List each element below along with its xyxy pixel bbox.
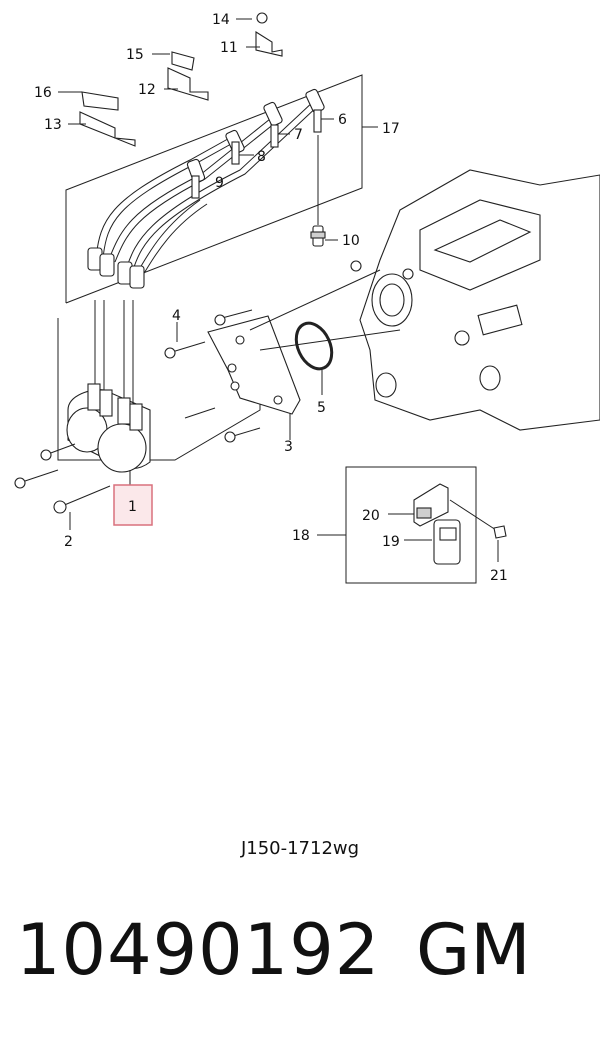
ignition-coil [57,300,261,485]
callout-7[interactable]: 7 [294,127,303,143]
wire-terminals [191,109,334,199]
callout-19[interactable]: 19 [382,534,400,550]
callout-21[interactable]: 21 [490,568,508,584]
callout-2[interactable]: 2 [64,534,73,550]
sensor-inset [345,466,507,584]
spark-plug [310,135,338,247]
callout-15[interactable]: 15 [126,47,144,63]
ignition-wire-set-frame [65,74,378,304]
parts-diagram: 1 2 3 4 5 6 7 8 9 10 11 12 13 14 15 16 1… [14,12,600,584]
callout-14[interactable]: 14 [212,12,230,28]
callout-16[interactable]: 16 [34,85,52,101]
highlight-box [113,484,153,526]
wire-clips [79,12,283,147]
callout-3[interactable]: 3 [284,439,293,455]
spark-plug-wires [87,88,325,289]
callout-10[interactable]: 10 [342,233,360,249]
callout-labels: 1 2 3 4 5 6 7 8 9 10 11 12 13 14 15 16 1… [34,12,508,584]
callout-13[interactable]: 13 [44,117,62,133]
coil-bolts [14,443,111,514]
callout-11[interactable]: 11 [220,40,238,56]
callout-9[interactable]: 9 [215,175,224,191]
callout-20[interactable]: 20 [362,508,380,524]
engine-block [249,169,600,431]
coil-bracket [164,309,301,443]
callout-12[interactable]: 12 [138,82,156,98]
o-ring [294,321,334,371]
callout-5[interactable]: 5 [317,400,326,416]
part-number: 10490192 [16,909,381,991]
callout-6[interactable]: 6 [338,112,347,128]
drawing-code: J150-1712wg [240,838,360,859]
callout-17[interactable]: 17 [382,121,400,137]
brand-label: GM [416,909,531,991]
callout-1[interactable]: 1 [128,499,137,515]
callout-18[interactable]: 18 [292,528,310,544]
callout-leaders [58,18,499,562]
callout-4[interactable]: 4 [172,308,181,324]
callout-8[interactable]: 8 [257,149,266,165]
